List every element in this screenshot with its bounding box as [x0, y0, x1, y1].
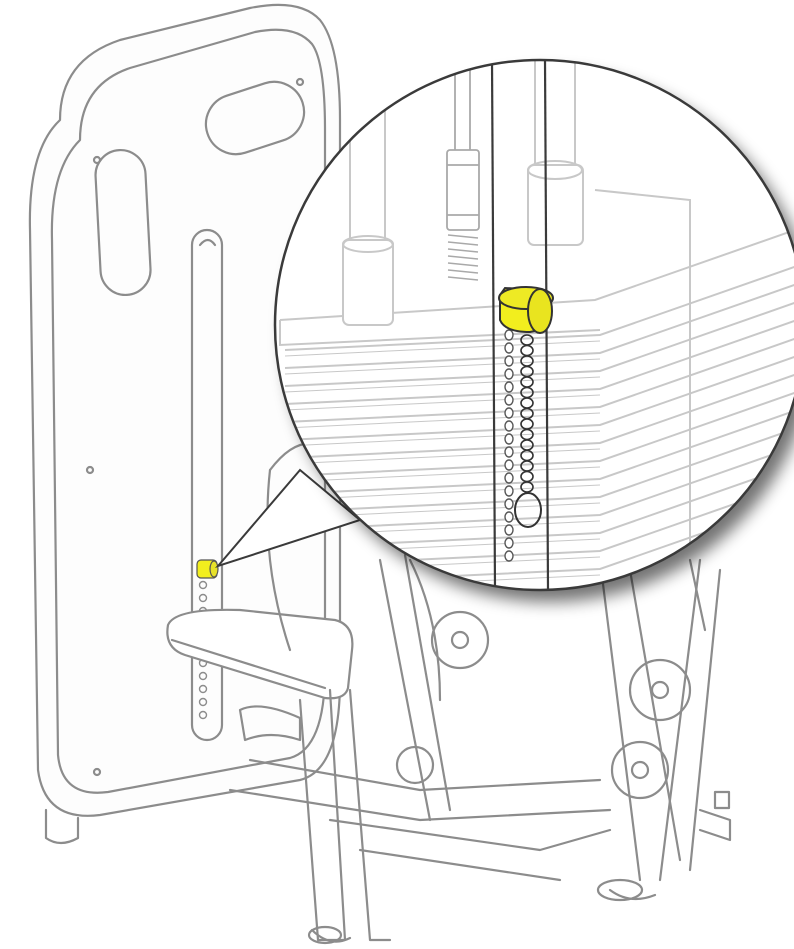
guide-rod-right	[527, 60, 584, 246]
stem-hole	[504, 394, 514, 406]
weight-plate-line	[284, 408, 794, 495]
stem-hole	[504, 537, 514, 549]
pin-lanyard	[520, 334, 534, 493]
stem-pin-holes	[504, 329, 514, 562]
zoom-circle-border	[273, 58, 794, 592]
stem-hole	[504, 381, 514, 393]
stem-hole	[504, 550, 514, 562]
selector-pin-large	[498, 286, 554, 334]
weight-plate-line	[284, 372, 794, 459]
stem-hole	[504, 368, 514, 380]
stem-hole	[504, 342, 514, 354]
stem-hole	[504, 420, 514, 432]
weight-plate-line	[284, 336, 794, 423]
weight-plate-line	[284, 426, 794, 513]
seat	[166, 608, 354, 700]
weight-plate-line	[284, 390, 794, 477]
lanyard-ring	[514, 492, 542, 528]
stem-hole	[504, 472, 514, 484]
stem-hole	[504, 459, 514, 471]
selector-pin-small	[196, 559, 219, 579]
stem-hole	[504, 433, 514, 445]
weight-plate-line	[284, 300, 794, 387]
stem-hole	[504, 498, 514, 510]
stem-hole	[504, 329, 514, 341]
weight-plate-line	[284, 282, 794, 369]
machine-frame	[28, 3, 732, 945]
stem-hole	[504, 511, 514, 523]
stem-hole	[504, 524, 514, 536]
zoom-detail	[279, 60, 794, 590]
stem-hole	[504, 485, 514, 497]
weight-plate-line	[284, 354, 794, 441]
weight-plate-line	[284, 318, 794, 405]
stem-hole	[504, 446, 514, 458]
callout-pointer	[214, 468, 363, 569]
weight-plate-line	[284, 264, 794, 351]
selector-slot	[190, 228, 224, 742]
cable-rod	[446, 60, 480, 281]
weight-plate-line	[284, 444, 794, 531]
stem-hole	[504, 407, 514, 419]
lanyard-coil	[520, 481, 534, 493]
stem-hole	[504, 355, 514, 367]
